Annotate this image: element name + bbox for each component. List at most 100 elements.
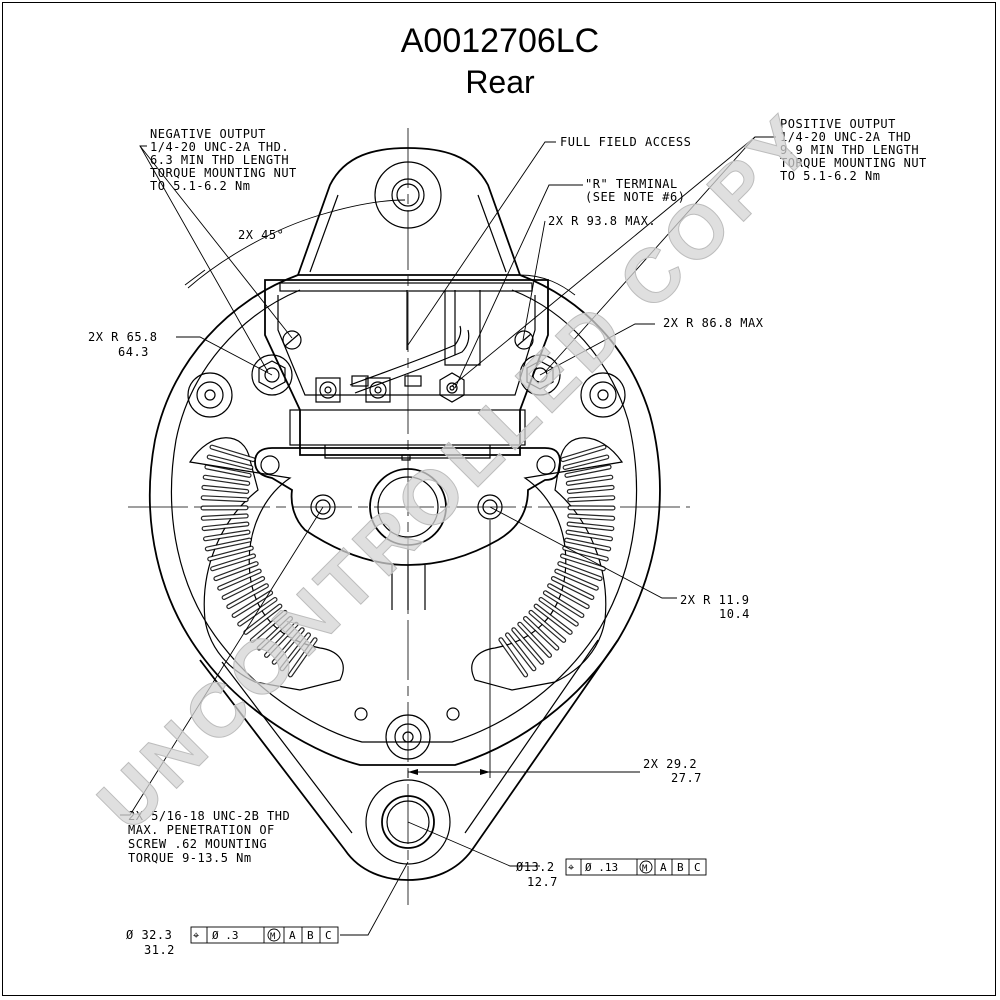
fcf-small-mmc: M [642, 864, 648, 874]
vent-slot-inner [561, 445, 606, 461]
vent-slot-inner [552, 577, 594, 599]
radius-11-9-dim: 2X R 11.9 10.4 [680, 593, 750, 621]
fcf-large-datum-a: A [289, 929, 296, 942]
vent-slot-inner [244, 604, 282, 634]
negative-output-line-4: TORQUE MOUNTING NUT [150, 166, 297, 180]
fcf-large-tolerance: Ø .3 [212, 929, 239, 942]
vent-slot-inner [563, 455, 609, 469]
vent-slot-inner [568, 496, 615, 502]
positive-output-stud [519, 354, 561, 396]
drawing-subtitle: Rear [465, 64, 535, 100]
r-terminal-line-2: (SEE NOTE #6) [585, 190, 685, 204]
vent-slot-inner [544, 591, 584, 617]
drawing-title: A0012706LC [400, 22, 600, 60]
negative-output-line-1: NEGATIVE OUTPUT [150, 127, 266, 141]
negative-output-stud [251, 354, 293, 396]
negative-output-line-2: 1/4-20 UNC-2A THD. [150, 140, 289, 154]
fcf-large-mmc: M [270, 932, 276, 942]
fcf-large-position: ⌖ [193, 929, 199, 942]
dia-13-2-line-2: 12.7 [527, 875, 558, 889]
bearing-plate [254, 447, 561, 610]
vent-slot-inner [272, 628, 304, 664]
feature-control-frame-small: ⌖ Ø .13 M A B C [565, 858, 707, 876]
negative-output-line-5: TO 5.1-6.2 Nm [150, 179, 250, 193]
positive-output-line-4: TORQUE MOUNTING NUT [780, 156, 927, 170]
full-field-access-label: FULL FIELD ACCESS [560, 135, 691, 149]
radius-93-8-label: 2X R 93.8 MAX. [548, 214, 656, 228]
dia-13-2-line-1: Ø13.2 [516, 860, 555, 874]
dia-13-2-dim: Ø13.2 12.7 ⌖ Ø .13 M A B C [516, 858, 707, 889]
fcf-small-datum-b: B [677, 861, 684, 874]
vent-slot-inner [232, 591, 272, 617]
vent-slot-inner [548, 584, 589, 608]
radius-11-9-line-2: 10.4 [719, 607, 750, 621]
bottom-mount-hole [365, 779, 451, 865]
vent-slot-inner [208, 546, 253, 561]
vent-slot-inner [222, 577, 264, 599]
mount-thread-note: 2X 5/16-18 UNC-2B THD MAX. PENETRATION O… [128, 809, 290, 865]
vent-slot-inner [202, 514, 248, 520]
dim-29-2-line-2: 27.7 [671, 771, 702, 785]
negative-output-note: NEGATIVE OUTPUT 1/4-20 UNC-2A THD. 6.3 M… [150, 127, 297, 193]
leader-lines [120, 136, 776, 936]
fcf-small-datum-c: C [694, 861, 701, 874]
cooling-vents [189, 437, 624, 691]
fcf-large-datum-b: B [307, 929, 314, 942]
mount-thread-line-2: MAX. PENETRATION OF [128, 823, 275, 837]
mount-thread-line-4: TORQUE 9-13.5 Nm [128, 851, 252, 865]
vent-slot-inner [518, 622, 551, 657]
positive-output-line-3: 9.9 MIN THD LENGTH [780, 143, 919, 157]
fcf-large-datum-c: C [325, 929, 332, 942]
radius-65-8-line-1: 2X R 65.8 [88, 330, 158, 344]
vent-slot-inner [206, 538, 251, 551]
vent-slot-inner [566, 475, 613, 485]
bottom-bolt [385, 714, 431, 760]
feature-control-frame-large: ⌖ Ø .3 M A B C [190, 926, 339, 944]
vent-slot-inner [201, 496, 248, 502]
radius-65-8-dim: 2X R 65.8 64.3 [88, 330, 158, 359]
vent-slot-inner [210, 445, 255, 461]
fcf-small-tolerance: Ø .13 [585, 861, 618, 874]
angle-45-label: 2X 45° [238, 228, 284, 242]
regulator-terminals [315, 372, 465, 403]
vent-slot-inner [205, 465, 251, 477]
vent-slot-inner [529, 611, 566, 642]
regulator-cover [264, 279, 549, 459]
vent-slot-inner [202, 522, 249, 530]
vent-slot-inner [202, 486, 248, 493]
uncontrolled-copy-watermark: UNCONTROLLED COPY [82, 97, 832, 847]
side-bolt-right [580, 372, 626, 418]
vent-slot-inner [555, 569, 598, 590]
small-hole-right [446, 707, 460, 721]
vent-slot-inner [512, 628, 544, 664]
positive-output-line-1: POSITIVE OUTPUT [780, 117, 896, 131]
vent-slot-inner [214, 562, 258, 580]
positive-output-note: POSITIVE OUTPUT 1/4-20 UNC-2A THD 9.9 MI… [780, 117, 927, 183]
radius-65-8-line-2: 64.3 [118, 345, 149, 359]
vent-slot-inner [558, 562, 602, 580]
dia-32-3-dim: Ø 32.3 31.2 ⌖ Ø .3 M A B C [126, 926, 339, 957]
vent-slot-inner [539, 598, 578, 626]
vent-slot-inner [227, 584, 268, 608]
vent-slot-inner [257, 617, 292, 650]
dia-32-3-line-2: 31.2 [144, 943, 175, 957]
vent-slot-inner [211, 554, 255, 571]
vent-slot-inner [567, 522, 614, 530]
r-terminal-line-1: "R" TERMINAL [585, 177, 678, 191]
vent-slot-inner [203, 475, 249, 485]
negative-output-line-3: 6.3 MIN THD LENGTH [150, 153, 289, 167]
vent-slot-inner [251, 611, 287, 642]
vent-slot-inner [218, 569, 261, 590]
vent-slot-inner [561, 554, 605, 571]
positive-output-line-5: TO 5.1-6.2 Nm [780, 169, 880, 183]
dim-29-2-line-1: 2X 29.2 [643, 757, 697, 771]
dia-32-3-line-1: Ø 32.3 [126, 928, 172, 942]
dim-29-2: 2X 29.2 27.7 [643, 757, 702, 785]
alternator-housing [148, 147, 661, 881]
vent-slot-inner [499, 638, 527, 677]
top-mount-hole [374, 161, 442, 229]
vent-slot-inner [265, 622, 298, 657]
vent-slot-inner [289, 638, 317, 677]
vent-slot-inner [567, 486, 614, 493]
